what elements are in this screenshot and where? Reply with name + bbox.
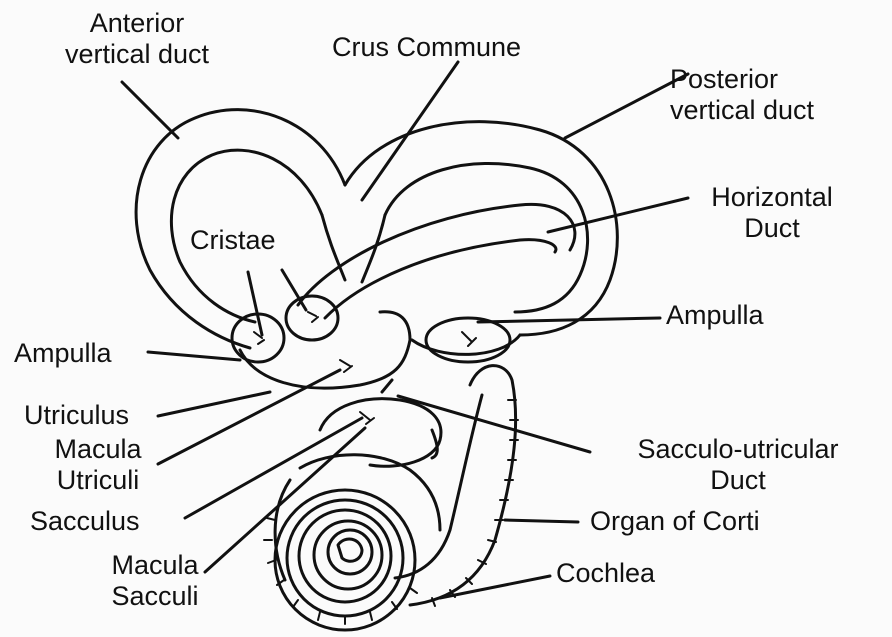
- cristae-label: Cristae: [190, 225, 276, 256]
- ampulla-left-label: Ampulla: [14, 338, 112, 369]
- sacculus-label: Sacculus: [30, 506, 140, 537]
- macula-sacculi-label: Macula Sacculi: [70, 550, 240, 612]
- ampulla-right-label: Ampulla: [666, 300, 764, 331]
- organ-of-corti-label: Organ of Corti: [590, 506, 760, 537]
- anterior-vertical-duct-label: Anterior vertical duct: [42, 8, 232, 70]
- posterior-vertical-duct: [345, 122, 617, 335]
- sacculo-utricular-duct-label: Sacculo-utricular Duct: [598, 434, 878, 496]
- crus-commune-label: Crus Commune: [332, 32, 521, 63]
- macula-utriculi-label: Macula Utriculi: [28, 434, 168, 496]
- posterior-vertical-duct-label: Posterior vertical duct: [670, 64, 814, 126]
- ampullae: [232, 296, 510, 372]
- utriculus-label: Utriculus: [24, 400, 129, 431]
- horizontal-duct-label: Horizontal Duct: [684, 182, 860, 244]
- cochlea-label: Cochlea: [556, 558, 655, 589]
- horizontal-duct: [298, 204, 575, 318]
